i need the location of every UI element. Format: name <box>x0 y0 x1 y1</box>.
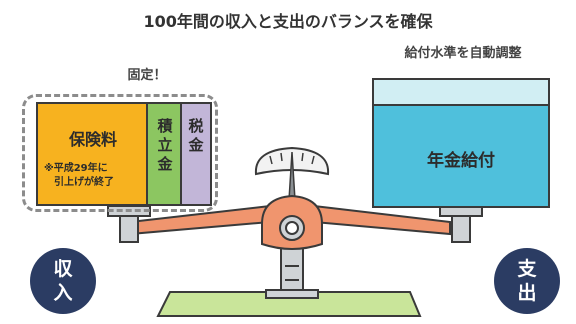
expense-badge-line2: 出 <box>517 282 537 304</box>
left-pan-support <box>119 213 139 243</box>
premium-note-line2: 引上げが終了 <box>54 177 114 188</box>
benefit-label: 年金給付 <box>427 151 495 171</box>
scale-pillar <box>280 245 304 297</box>
income-badge: 収 入 <box>30 248 96 314</box>
benefit-block: 年金給付 <box>372 104 550 208</box>
fixed-label: 固定！ <box>127 68 167 83</box>
scale-foot <box>265 289 319 299</box>
right-pan-support <box>451 213 471 243</box>
income-badge-line2: 入 <box>53 282 73 304</box>
auto-adjust-label: 給付水準を自動調整 <box>404 46 522 61</box>
tax-label: 税金 <box>186 118 205 156</box>
premium-block: 保険料 ※平成29年に 引上げが終了 <box>36 102 148 206</box>
gauge-dial <box>254 146 330 201</box>
diagram-title: 100年間の収入と支出のバランスを確保 <box>143 12 433 31</box>
premium-note: ※平成29年に 引上げが終了 <box>44 162 148 190</box>
income-badge-line1: 収 <box>53 258 73 280</box>
expense-badge: 支 出 <box>494 248 560 314</box>
scale-base-mat <box>156 291 422 317</box>
premium-label: 保険料 <box>68 130 117 149</box>
premium-note-line1: ※平成29年に <box>44 163 108 174</box>
benefit-adjust-band <box>372 78 550 108</box>
reserve-block: 積立金 <box>146 102 182 206</box>
fixed-dashed-frame <box>22 94 218 212</box>
reserve-label: 積立金 <box>155 118 174 175</box>
expense-badge-line1: 支 <box>517 258 537 280</box>
tax-block: 税金 <box>180 102 212 206</box>
